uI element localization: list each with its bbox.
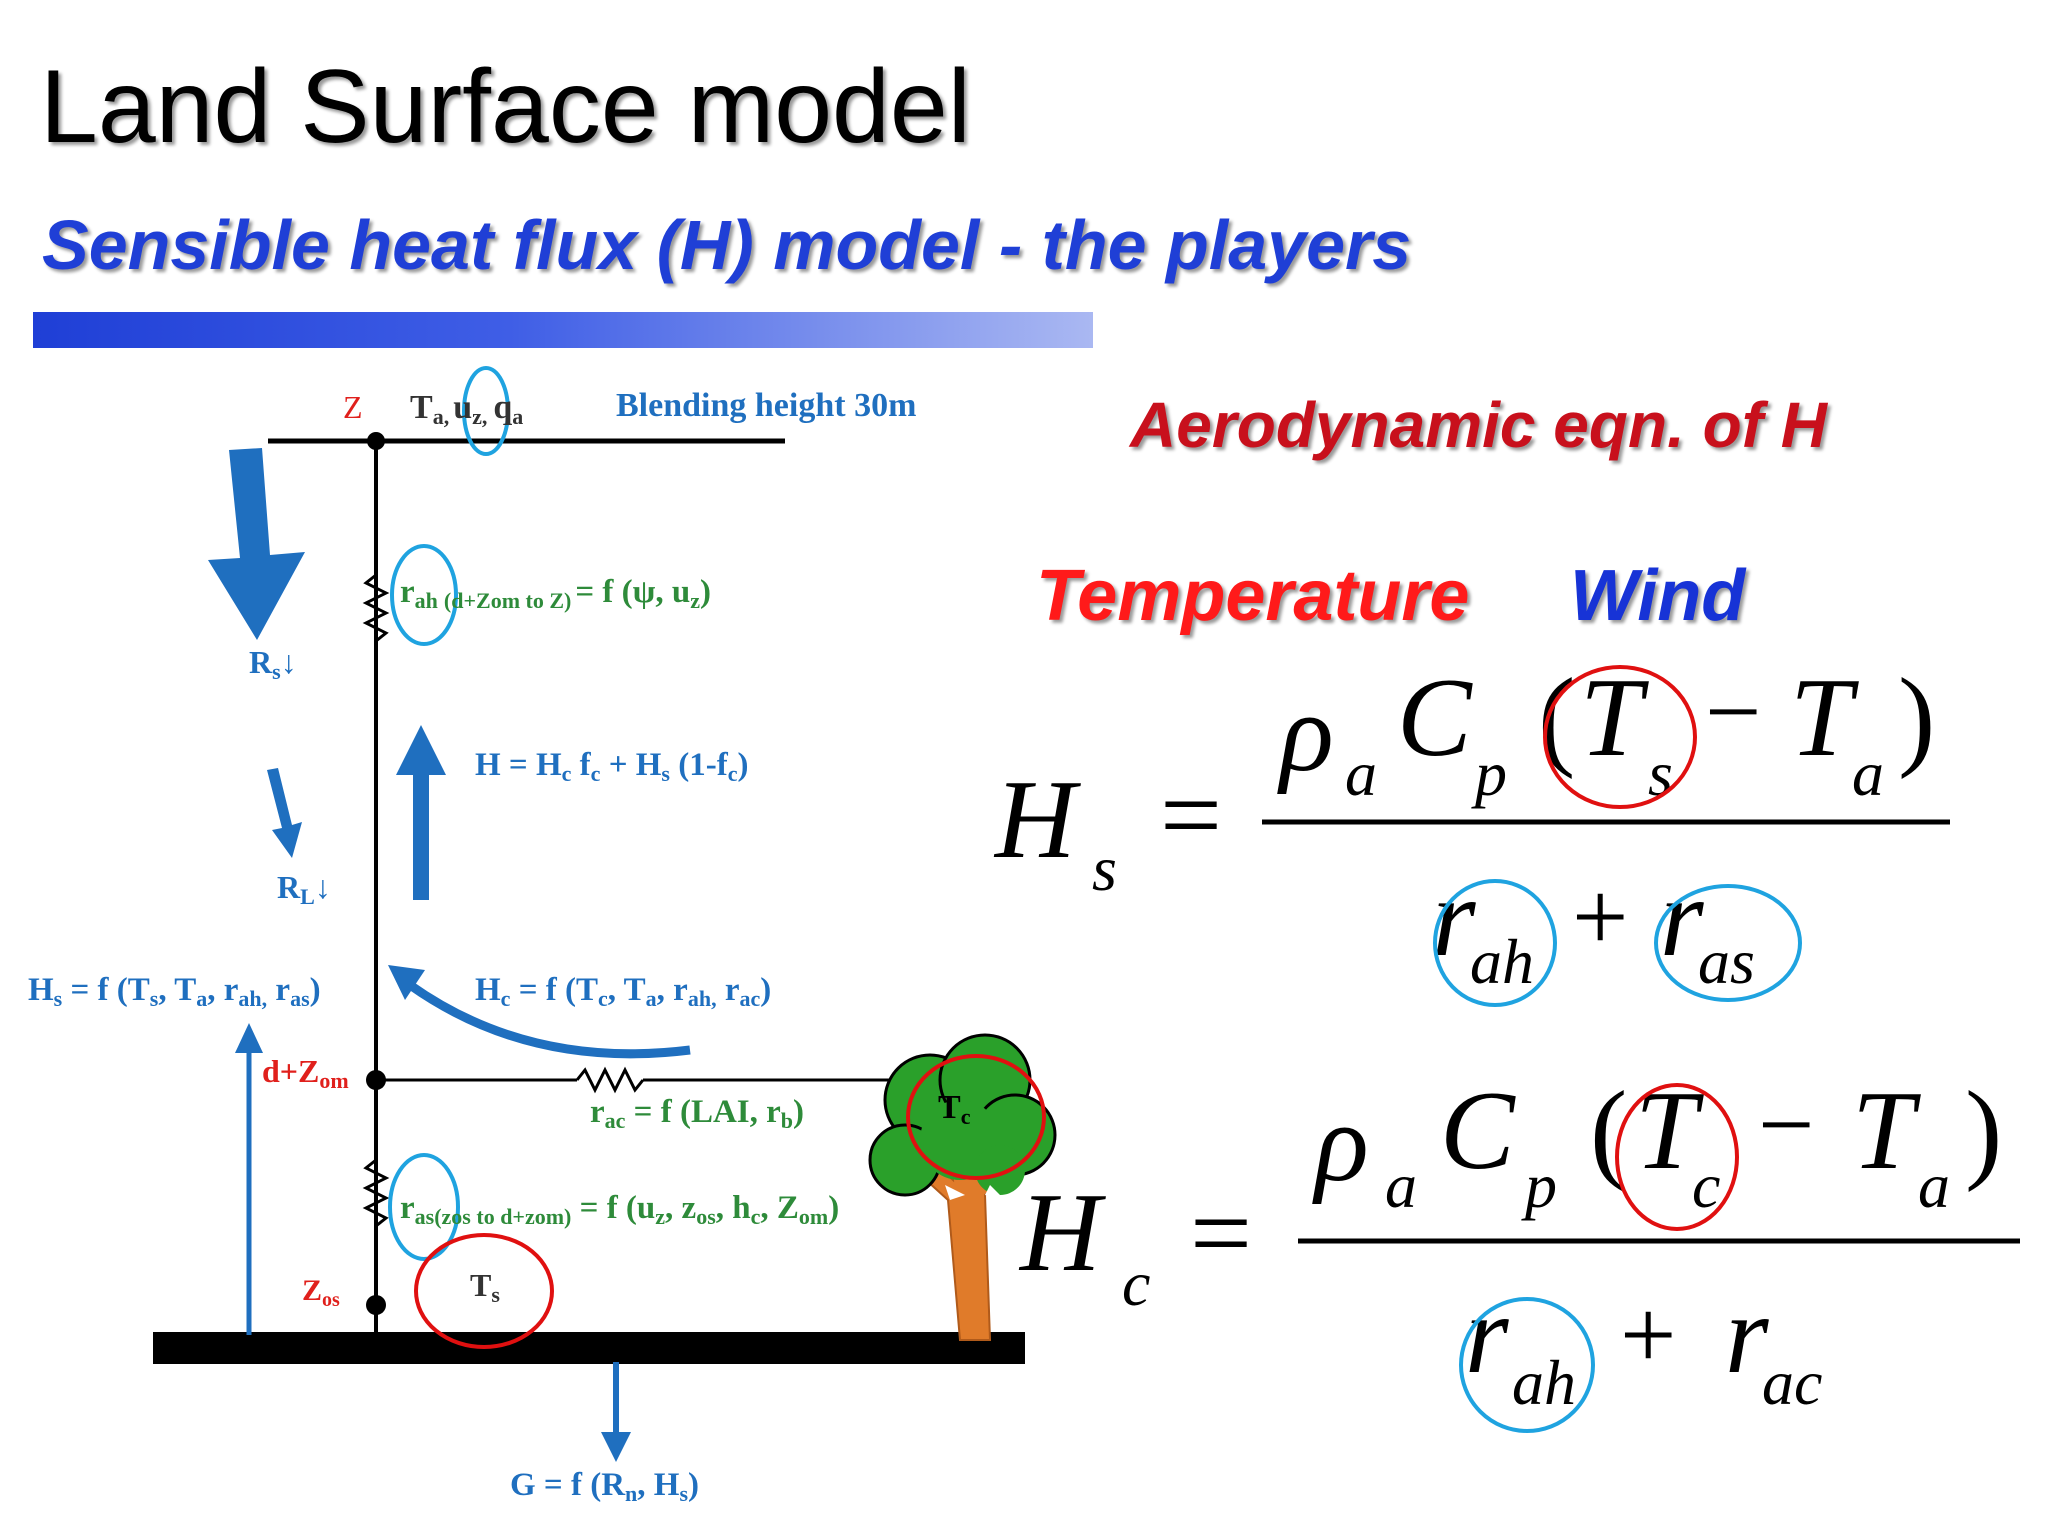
ras-resistor	[362, 1158, 390, 1228]
ras-equation: ras(zos to d+zom) = f (uz, zos, hc, Zom)	[400, 1190, 839, 1229]
hs-open-paren: (	[1538, 656, 1575, 780]
page-title: Land Surface model	[40, 49, 971, 165]
hc-den-plus: +	[1620, 1279, 1676, 1390]
hc-den-r2: r	[1725, 1273, 1769, 1397]
rs-label: Rs↓	[249, 644, 297, 684]
blending-height-label: Blending height 30m	[616, 387, 916, 424]
eq-ras-circle	[1654, 884, 1802, 1002]
ts-label: Ts	[470, 1267, 500, 1307]
hs-up-arrowhead	[235, 1023, 263, 1053]
hc-equals: =	[1190, 1172, 1252, 1294]
rl-down-arrow	[267, 768, 302, 858]
hs-ta: T	[1790, 656, 1859, 780]
ts-highlight-circle	[414, 1233, 554, 1349]
hs-den-r2: r	[1660, 856, 1704, 980]
hs-cp-sub: p	[1471, 738, 1507, 809]
eq-tc-circle	[1615, 1083, 1739, 1231]
eq-rah-circle-2	[1459, 1297, 1595, 1433]
g-down-arrowhead	[601, 1432, 631, 1462]
wind-label: Wind	[1570, 556, 1746, 636]
hs-minus: −	[1705, 656, 1761, 767]
rac-resistor	[575, 1066, 645, 1094]
tc-highlight-circle	[906, 1054, 1046, 1180]
rl-label: RL↓	[277, 869, 331, 909]
rah-equation: rah(d+Zom to Z)= f (ψ, uz)	[400, 574, 711, 613]
hc-minus: −	[1758, 1069, 1814, 1180]
hc-close-paren: )	[1965, 1069, 2002, 1193]
hs-ta-sub: a	[1852, 738, 1884, 809]
hs-rho: ρ	[1277, 671, 1334, 795]
hs-lhs: H	[993, 758, 1081, 882]
hs-equation: H s = ρ a C p ( T s − T a ) r ah + r as	[993, 656, 1950, 997]
hc-rho-sub: a	[1385, 1150, 1417, 1221]
title-underline-bar	[33, 312, 1093, 348]
eq-ts-circle	[1543, 665, 1697, 809]
ras-highlight-circle	[388, 1153, 460, 1261]
zos-node	[366, 1295, 386, 1315]
rah-resistor	[362, 573, 390, 643]
hs-equals: =	[1160, 754, 1222, 876]
hc-ta-sub: a	[1918, 1150, 1950, 1221]
top-variables: Ta,uz,qa	[410, 389, 523, 429]
top-node	[367, 432, 385, 450]
ground-surface	[153, 1332, 1025, 1364]
rac-equation: rac = f (LAI, rb)	[590, 1094, 804, 1133]
hs-rho-sub: a	[1345, 738, 1377, 809]
hc-function-label: Hc = f (Tc, Ta, rah, rac)	[475, 972, 771, 1011]
dzom-label: d+Zom	[262, 1053, 349, 1093]
h-up-arrow	[396, 725, 446, 900]
hc-cp-sub: p	[1521, 1150, 1557, 1221]
hc-tc: T	[1635, 1069, 1704, 1193]
hc-lhs-sub: c	[1122, 1248, 1150, 1319]
hs-function-label: Hs = f (Ts, Ta, rah, ras)	[28, 972, 321, 1011]
hc-lhs: H	[1018, 1171, 1106, 1295]
hc-den-r2-sub: ac	[1762, 1347, 1822, 1418]
tc-label: Tc	[938, 1089, 971, 1129]
uz-highlight-circle	[462, 366, 510, 456]
hc-curved-arrow	[407, 981, 691, 1059]
hc-den-r1-sub: ah	[1512, 1347, 1576, 1418]
hs-den-r2-sub: as	[1698, 926, 1755, 997]
hc-equation: H c = ρ a C p ( T c − T a ) r ah + r ac	[1018, 1069, 2020, 1418]
hs-close-paren: )	[1898, 656, 1935, 780]
hs-cp: C	[1397, 656, 1473, 780]
hc-arrowhead	[388, 965, 425, 1000]
temperature-label: Temperature	[1036, 556, 1470, 636]
h-partition-equation: H = Hc fc + Hs (1-fc)	[475, 747, 748, 786]
hs-lhs-sub: s	[1092, 833, 1117, 904]
rs-down-arrow	[208, 448, 305, 640]
page-subtitle: Sensible heat flux (H) model - the playe…	[42, 206, 1412, 284]
hs-den-r1-sub: ah	[1470, 926, 1534, 997]
hs-den-plus: +	[1572, 861, 1628, 972]
g-equation: G = f (Rn, Hs)	[510, 1467, 699, 1506]
aerodynamic-heading: Aerodynamic eqn. of H	[1130, 389, 1827, 461]
hc-ta: T	[1852, 1069, 1921, 1193]
hc-rho: ρ	[1312, 1081, 1369, 1205]
hc-tc-sub: c	[1692, 1150, 1720, 1221]
hc-den-r1: r	[1465, 1273, 1509, 1397]
hc-cp: C	[1440, 1069, 1516, 1193]
hs-ts: T	[1580, 656, 1649, 780]
z-label: Z	[343, 389, 363, 425]
rah-highlight-circle	[390, 544, 458, 646]
eq-rah-circle-1	[1433, 879, 1557, 1007]
zos-label: Zos	[302, 1274, 340, 1311]
